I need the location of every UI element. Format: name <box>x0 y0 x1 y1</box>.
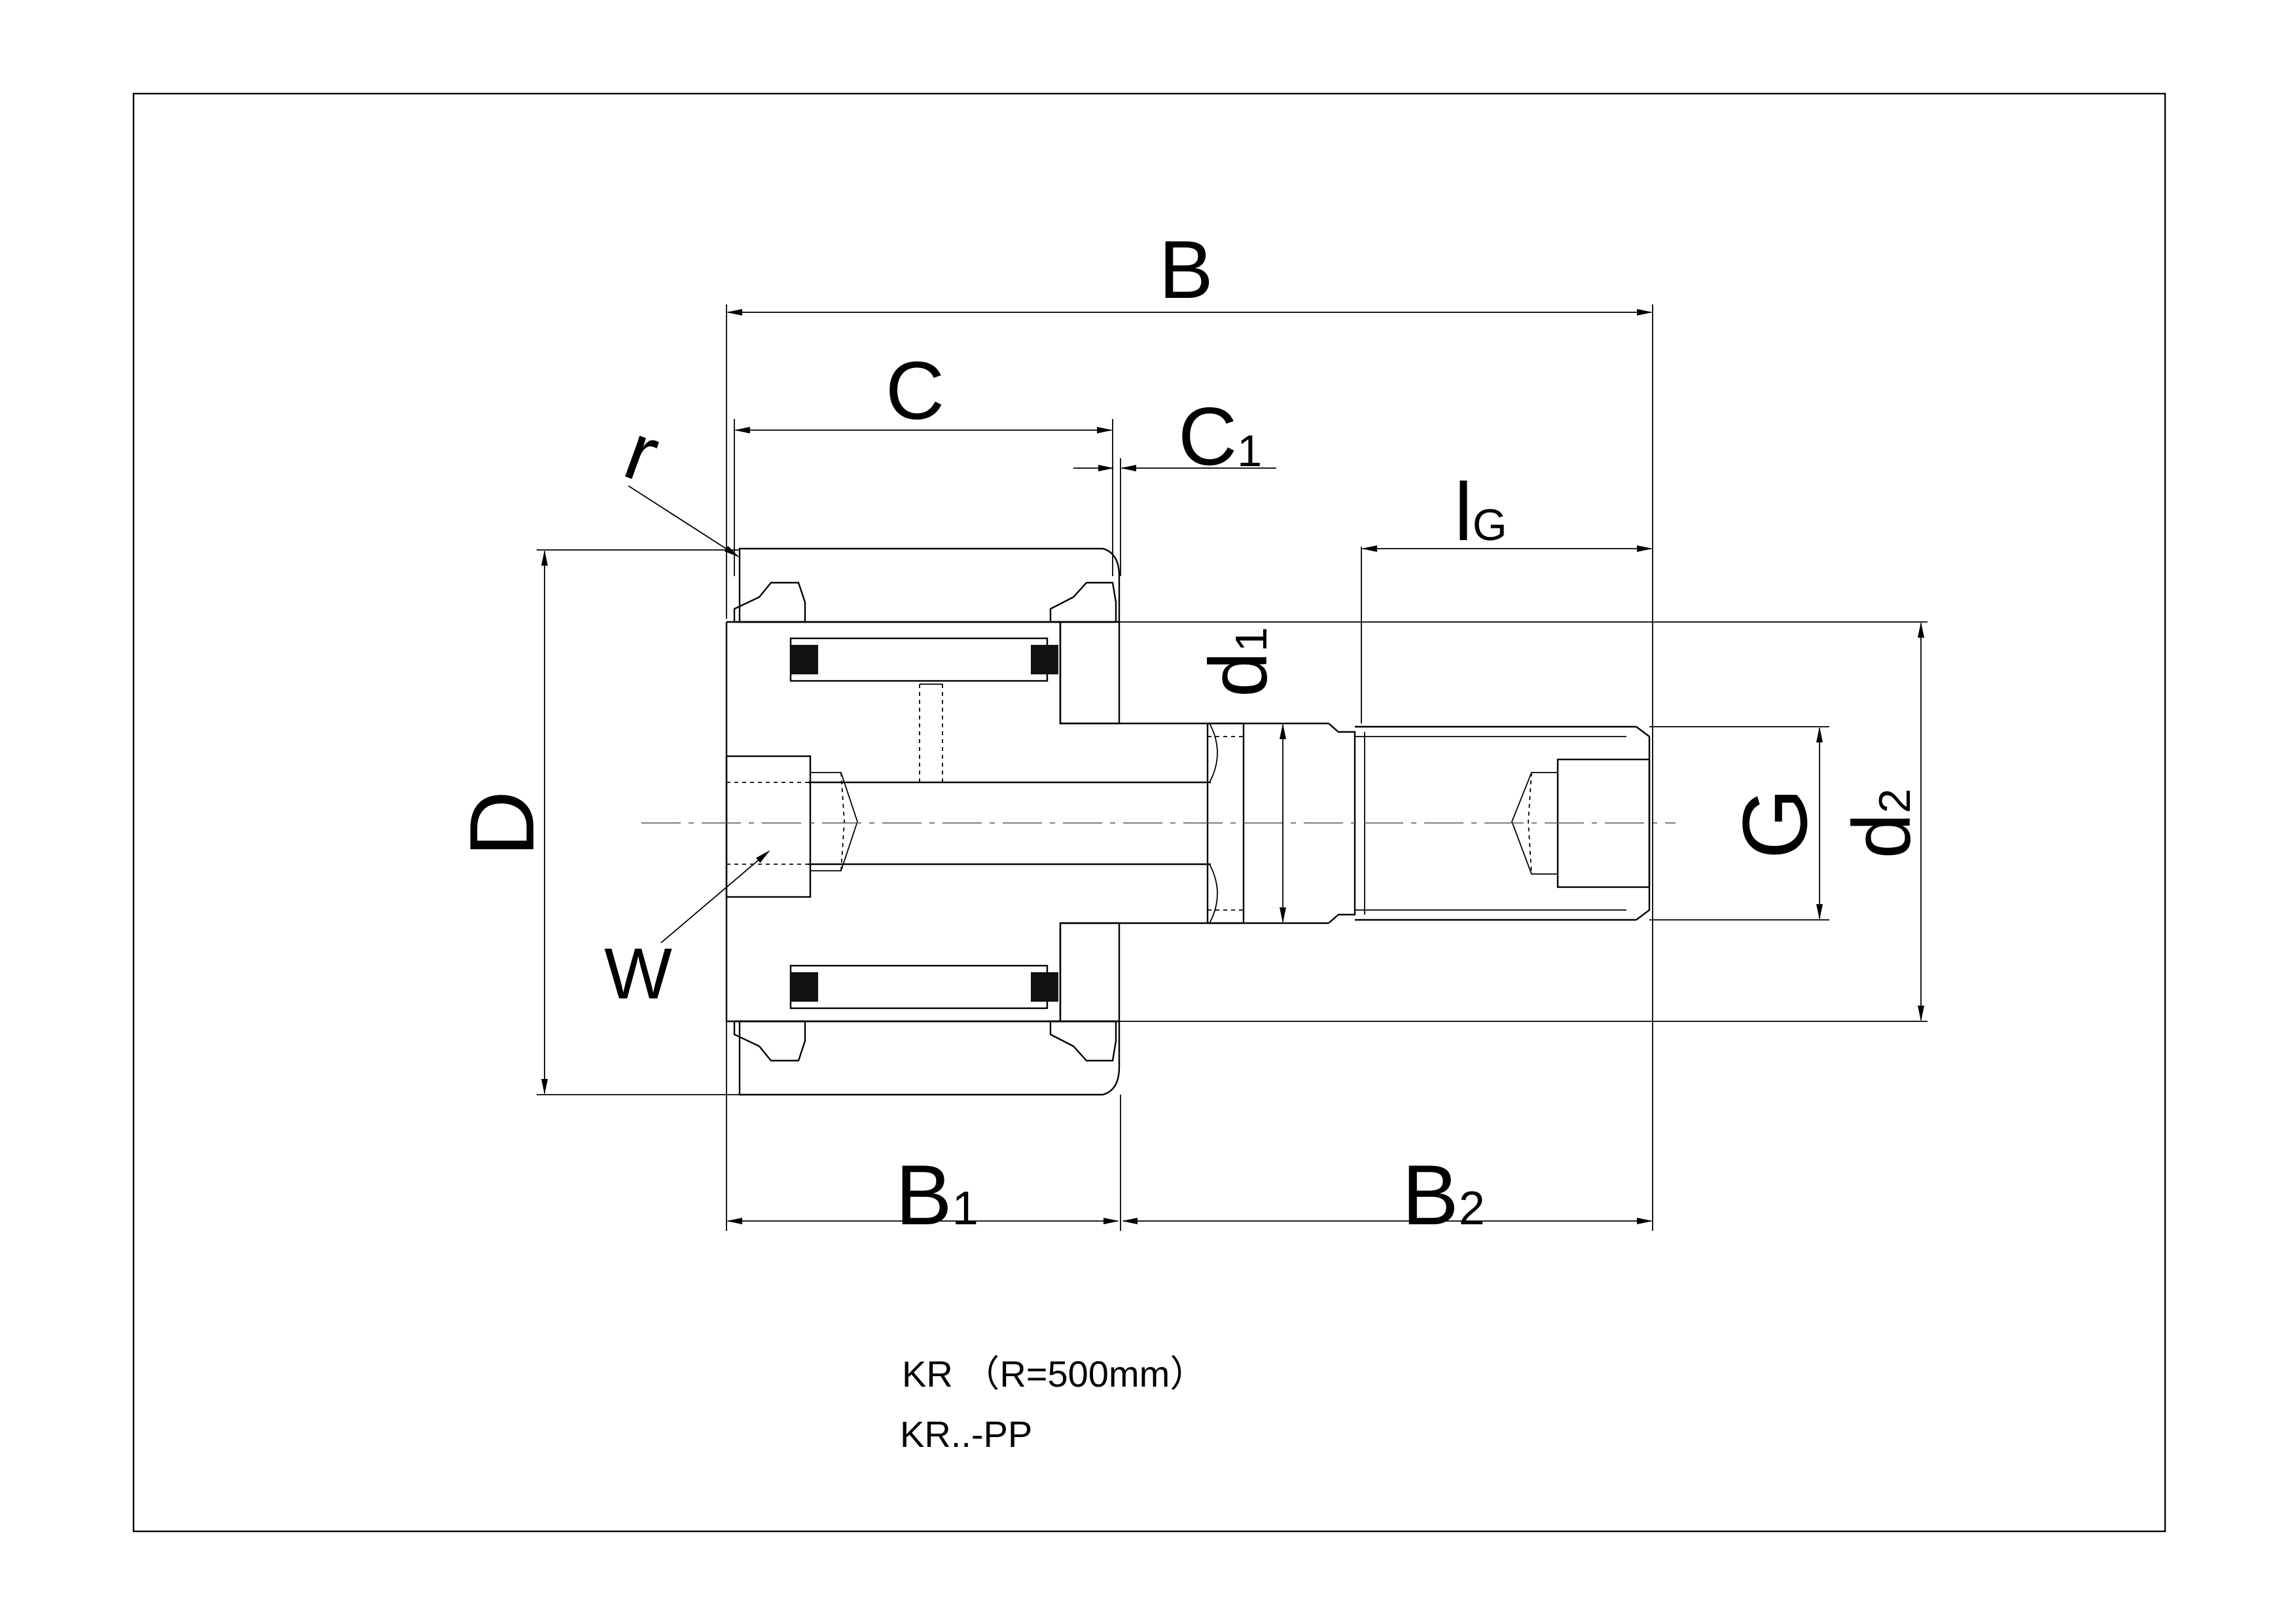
dim-label-D: D <box>450 790 553 856</box>
dim-label-lG: lG <box>1454 467 1507 558</box>
dim-label-G: G <box>1723 788 1826 860</box>
caption-line-2: KR..-PP <box>900 1413 1032 1455</box>
caption-line-1: KR （R=500mm） <box>902 1353 1206 1395</box>
dimension-lines <box>537 304 1924 1231</box>
dim-label-d1: d1 <box>1193 627 1284 697</box>
dim-label-W: W <box>604 934 672 1014</box>
dim-label-r: r <box>614 406 671 501</box>
side-washer <box>1059 621 1121 1023</box>
needle-rollers <box>789 637 1058 1010</box>
dim-label-d2: d2 <box>1837 788 1928 858</box>
dim-label-C1: C1 <box>1178 392 1262 483</box>
outer-ring <box>738 547 1121 1096</box>
dim-label-B2: B2 <box>1402 1147 1485 1243</box>
dim-label-C: C <box>886 346 944 437</box>
dim-label-B1: B1 <box>895 1147 978 1243</box>
dim-label-B: B <box>1158 225 1213 316</box>
drawing-frame <box>132 92 2166 1533</box>
